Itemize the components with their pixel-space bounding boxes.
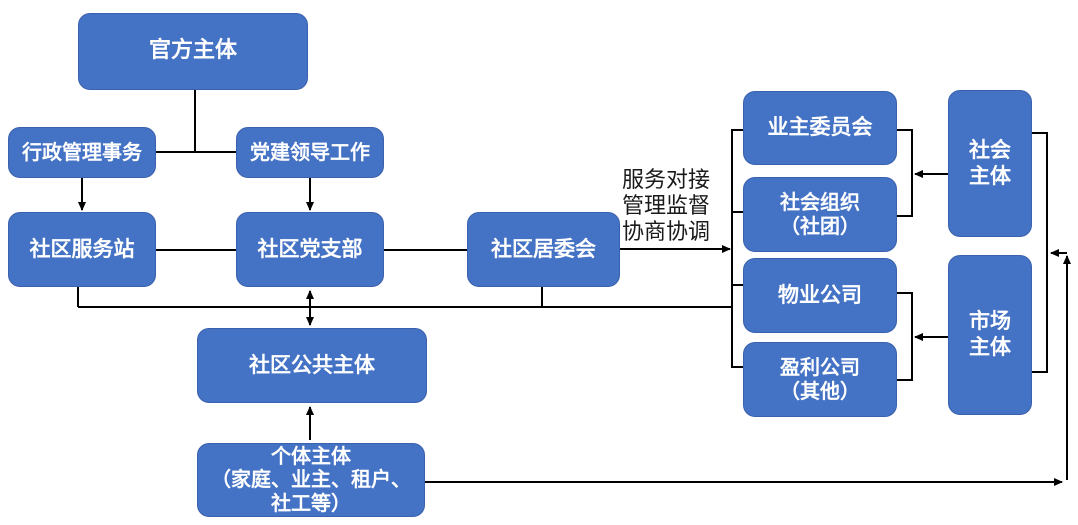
node-party-building-label: 党建领导工作 — [250, 140, 370, 165]
node-individual-subject: 个体主体 （家庭、业主、租户、 社工等） — [197, 443, 425, 517]
edge-label-line2: 管理监督 — [622, 194, 711, 219]
edge-bottom-bus — [77, 287, 732, 308]
node-residents-committee: 社区居委会 — [467, 212, 620, 287]
node-individual-subject-label-line3: 社工等） — [271, 490, 351, 515]
node-property-company-label: 物业公司 — [778, 282, 862, 307]
edge-label-line1: 服务对接 — [622, 168, 711, 193]
node-market-subject-label-line1: 市场 — [969, 309, 1011, 334]
node-party-branch-label: 社区党支部 — [257, 236, 363, 261]
node-profit-company-label-line1: 盈利公司 — [780, 354, 860, 379]
edge-label-service-management: 服务对接 管理监督 协商协调 — [622, 168, 710, 246]
node-residents-committee-label: 社区居委会 — [491, 236, 596, 261]
node-profit-company: 盈利公司 （其他） — [743, 342, 897, 417]
node-social-org-label-line2: （社团） — [780, 213, 860, 238]
node-official-subject: 官方主体 — [78, 13, 308, 90]
node-owners-committee-label: 业主委员会 — [767, 115, 873, 140]
node-individual-subject-label-line2: （家庭、业主、租户、 — [211, 467, 411, 492]
node-property-company: 物业公司 — [743, 258, 897, 333]
edge-socialsubject-marketsubject — [1030, 132, 1048, 373]
node-service-station-label: 社区服务站 — [29, 236, 135, 261]
node-owners-committee: 业主委员会 — [743, 91, 897, 165]
node-individual-subject-label-line1: 个体主体 — [271, 443, 351, 468]
node-official-subject-label: 官方主体 — [148, 38, 237, 64]
bracket-owners-socialorg — [897, 129, 913, 217]
node-social-org-label-line1: 社会组织 — [780, 189, 860, 214]
node-market-subject: 市场 主体 — [948, 255, 1032, 415]
node-admin-affairs: 行政管理事务 — [8, 127, 156, 178]
node-social-subject: 社会 主体 — [948, 90, 1032, 237]
node-public-subject-label: 社区公共主体 — [249, 352, 375, 377]
edge-label-line3: 协商协调 — [622, 220, 711, 245]
bracket-property-profit — [897, 292, 913, 381]
node-party-branch: 社区党支部 — [236, 212, 384, 287]
edge-official-tee — [156, 90, 236, 153]
bracket-left-four-boxes — [731, 129, 743, 368]
node-market-subject-label-line2: 主体 — [969, 335, 1011, 359]
node-party-building: 党建领导工作 — [236, 127, 384, 178]
node-social-subject-label-line1: 社会 — [969, 137, 1011, 162]
node-public-subject: 社区公共主体 — [197, 328, 427, 403]
node-service-station: 社区服务站 — [8, 212, 156, 287]
node-social-org: 社会组织 （社团） — [743, 177, 897, 252]
node-social-subject-label-line2: 主体 — [969, 163, 1011, 188]
node-profit-company-label-line2: （其他） — [780, 378, 860, 403]
node-admin-affairs-label: 行政管理事务 — [22, 140, 142, 165]
